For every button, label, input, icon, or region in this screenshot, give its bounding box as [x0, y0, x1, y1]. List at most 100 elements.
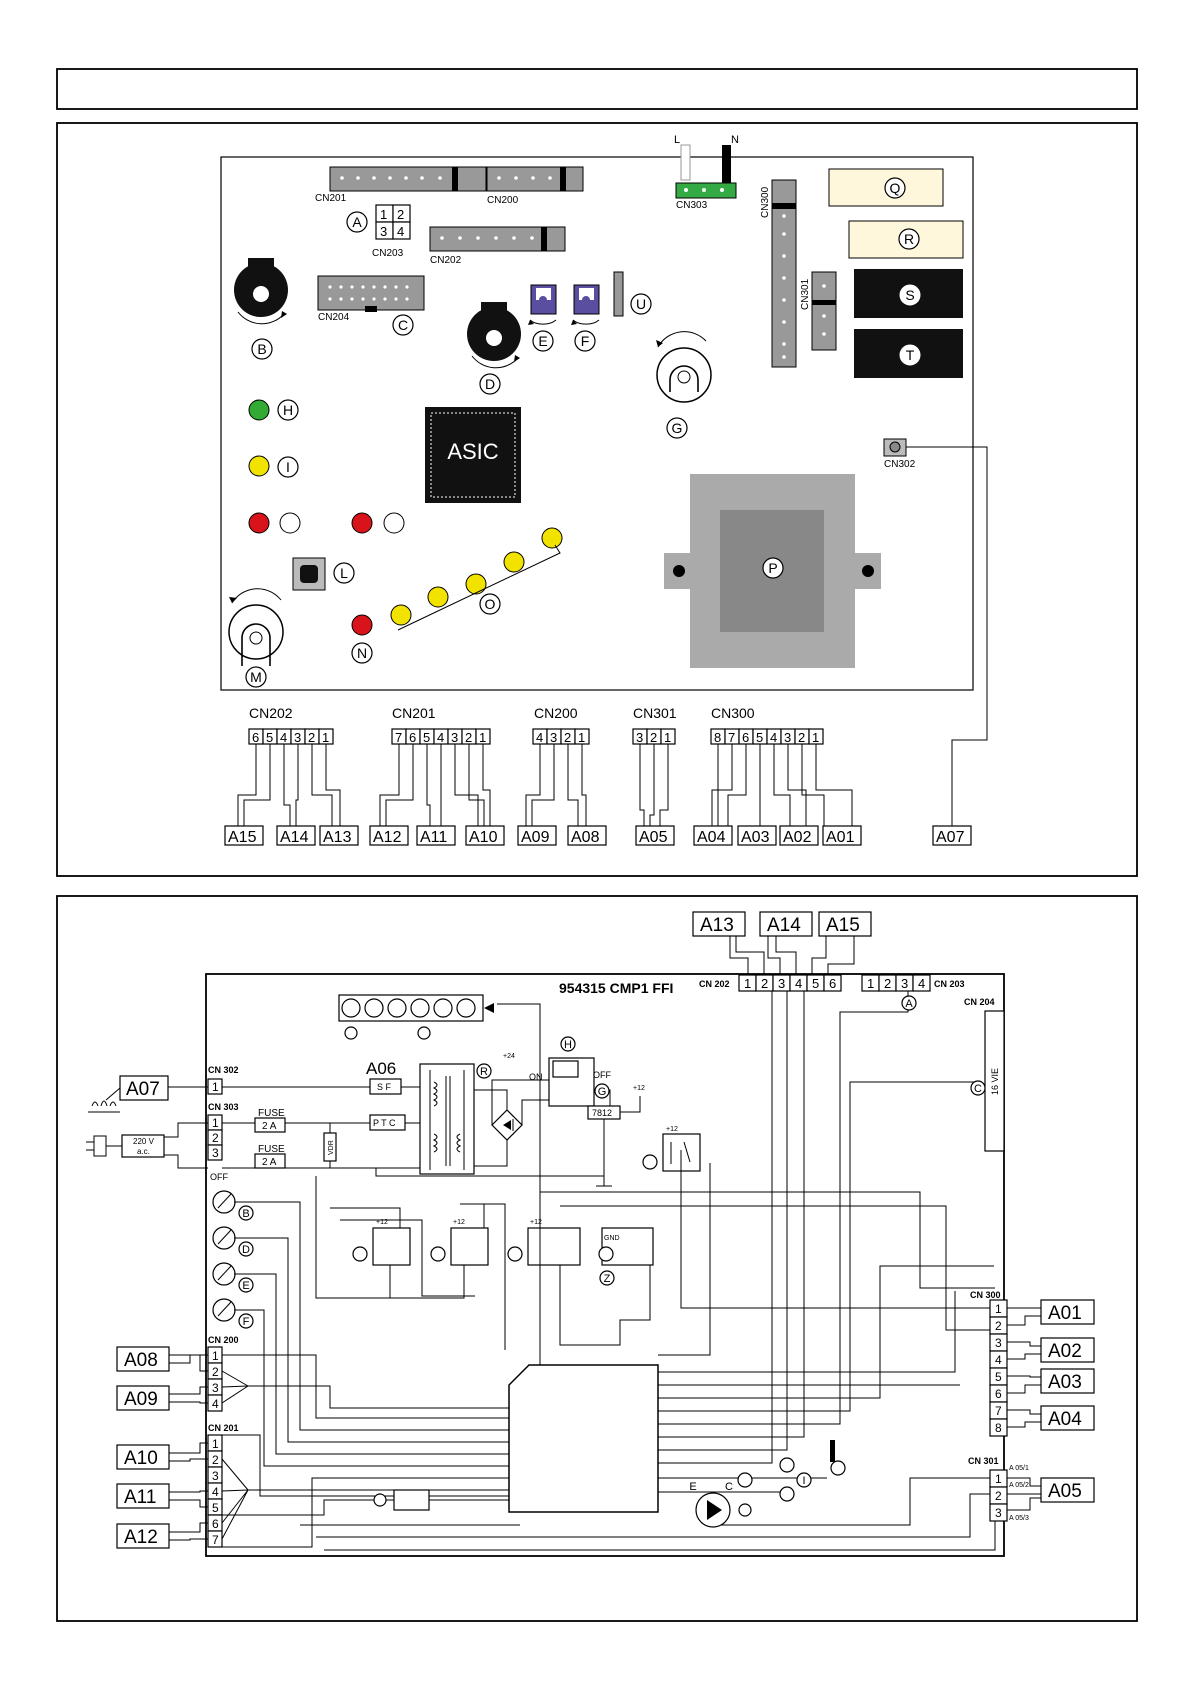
mains-voltage: 220 V: [133, 1137, 155, 1146]
pin: 4: [795, 976, 802, 991]
cn303-connector: [675, 182, 737, 199]
pin: 4: [280, 730, 287, 745]
header-frame: [56, 68, 1138, 110]
cn201-connector: [329, 166, 487, 192]
v24-label: +24: [503, 1053, 515, 1060]
pin: 1: [479, 730, 486, 745]
pin: 8: [995, 1421, 1002, 1435]
cn303-label: CN303: [676, 200, 708, 211]
fuse-u-icon: [613, 271, 624, 317]
code-a05: A05: [1048, 1481, 1082, 1502]
pin: 7: [395, 730, 402, 745]
pinout-cn301-label: CN301: [633, 705, 677, 721]
cn302-label: CN302: [884, 459, 916, 470]
code-a15: A15: [826, 915, 860, 936]
led-red: [351, 614, 373, 636]
cn300-label: CN300: [760, 186, 771, 218]
wire-L: [680, 144, 691, 181]
led-bar-o: [390, 527, 563, 631]
code-a06: A06: [366, 1059, 396, 1078]
top-codes: A13 A14 A15: [692, 911, 872, 937]
pin: 1: [322, 730, 329, 745]
marker-d: D: [242, 1244, 250, 1256]
cn203-pin: 3: [380, 224, 387, 239]
led-green: [248, 399, 270, 421]
pin: 1: [995, 1302, 1002, 1316]
pin: 7: [728, 730, 735, 745]
cn202-label: CN202: [430, 255, 462, 266]
wire-code: A12: [373, 829, 402, 846]
marker-c: C: [974, 1083, 982, 1095]
asic-chip: ASIC: [425, 407, 521, 503]
pin: 7: [995, 1404, 1002, 1418]
pin: 1: [867, 976, 874, 991]
led-symbols: [737, 1440, 846, 1502]
relay-top: +12: [642, 1126, 701, 1172]
pin: 1: [744, 976, 751, 991]
cn301-pins: 1 2 3: [989, 1469, 1008, 1522]
pin: 6: [252, 730, 259, 745]
pinout-codes: A15 A14 A13 A12 A11 A10 A09 A08 A05 A04 …: [224, 825, 972, 846]
left-codes: A08 A09 A10 A11 A12: [116, 1346, 170, 1549]
marker-t: T: [906, 347, 915, 363]
pin: 3: [778, 976, 785, 991]
right-codes: A01 A02 A03 A04 A05: [1040, 1299, 1095, 1503]
cn202-connector: [429, 226, 566, 252]
pin: 5: [266, 730, 273, 745]
ptc-label: P T C: [373, 1118, 396, 1128]
cn203-pin: 4: [397, 224, 404, 239]
pin: 2: [995, 1319, 1002, 1333]
code-a09: A09: [124, 1389, 158, 1410]
pump-c-label: C: [725, 1481, 733, 1493]
cn204-title: CN 204: [964, 997, 995, 1007]
cn204-connector: [317, 275, 425, 312]
pin: 5: [812, 976, 819, 991]
marker-l: L: [340, 565, 348, 581]
relays-row: +12 +12 +12 GND: [352, 1219, 654, 1266]
label-L: L: [674, 134, 680, 146]
v12-relay: +12: [453, 1219, 465, 1226]
potentiometer-d-icon: [467, 302, 521, 369]
pin: 3: [995, 1336, 1002, 1350]
cn202-pinrow: 1 2 3 4 5 6: [738, 974, 842, 992]
pin: 2: [761, 976, 768, 991]
switch-on-label: ON: [529, 1072, 543, 1082]
mains-ac: a.c.: [137, 1147, 150, 1156]
sf-label: S F: [377, 1082, 392, 1092]
right-code-wires: [1007, 1307, 1041, 1511]
fuse-1: [254, 1117, 286, 1133]
pin: 6: [212, 1517, 219, 1531]
vdr-label: VDR: [328, 1140, 335, 1155]
wire-code: A10: [469, 829, 498, 846]
wire-code: A15: [228, 829, 257, 846]
cn204-text: 16 VIE: [990, 1068, 1000, 1095]
pin: 3: [901, 976, 908, 991]
label-N: N: [731, 134, 739, 146]
cn203-label: CN203: [372, 248, 404, 259]
cn204-label: CN204: [318, 312, 350, 323]
panel-frame-bottom: [56, 895, 1138, 1622]
code-a02: A02: [1048, 1341, 1082, 1362]
pin: 2: [798, 730, 805, 745]
wire-code: A11: [420, 829, 447, 846]
transformer-r-icon: [419, 1063, 475, 1175]
code-a04: A04: [1048, 1409, 1082, 1430]
cn201-label: CN201: [315, 193, 347, 204]
wire-code: A01: [826, 829, 855, 846]
code-a07: A07: [126, 1079, 160, 1100]
panel-frame-top: [56, 122, 1138, 877]
pin: 1: [812, 730, 819, 745]
wire-code: A04: [697, 829, 726, 846]
pin: 6: [829, 976, 836, 991]
a05-sub-1: A 05/1: [1009, 1465, 1029, 1472]
pin: 1: [578, 730, 585, 745]
marker-b: B: [242, 1208, 249, 1220]
pin: 2: [212, 1453, 219, 1467]
trimmer-f-icon: [571, 284, 600, 325]
pin: 3: [636, 730, 643, 745]
potentiometer-b-icon: [234, 258, 288, 325]
code-a08: A08: [124, 1350, 158, 1371]
marker-f: F: [581, 333, 590, 349]
pin: 2: [884, 976, 891, 991]
marker-g: G: [598, 1086, 607, 1098]
